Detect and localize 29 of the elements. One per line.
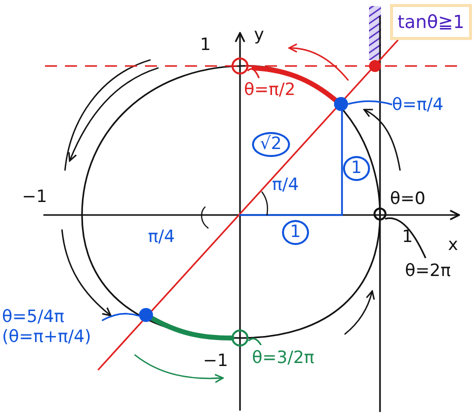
length-label: √2 — [252, 132, 290, 157]
leader-line — [248, 338, 262, 346]
length-label: 1 — [343, 156, 370, 181]
angle-label: θ=5/4π — [2, 306, 64, 327]
axis-label: 1 — [200, 36, 211, 55]
angle-label: θ=π/4 — [392, 92, 472, 118]
point-marker — [231, 329, 249, 347]
angle-label: θ=π/2 — [244, 78, 312, 102]
point-dot — [139, 308, 153, 322]
leader-line — [247, 68, 260, 78]
axis-label: y — [254, 26, 264, 45]
length-label: 1 — [282, 220, 309, 245]
point-marker — [373, 207, 387, 221]
angle-label: θ=3/2π — [252, 345, 348, 371]
leader-line — [384, 217, 426, 258]
point-marker — [231, 57, 249, 75]
axis-label: −1 — [22, 188, 48, 207]
leader-line — [102, 312, 140, 322]
angle-label: π/4 — [272, 176, 299, 195]
angle-label: (θ=π+π/4) — [2, 327, 92, 348]
point-dot — [334, 97, 348, 111]
axis-label: x — [448, 236, 458, 255]
axis-label: −1 — [203, 352, 228, 371]
axis-label: 1 — [402, 228, 413, 247]
condition-box: tanθ≧1 — [390, 4, 472, 40]
angle-label: π/4 — [148, 228, 175, 247]
angle-label: θ=2π — [405, 258, 473, 284]
leader-line — [348, 100, 392, 106]
angle-label: θ=0 — [390, 190, 426, 209]
